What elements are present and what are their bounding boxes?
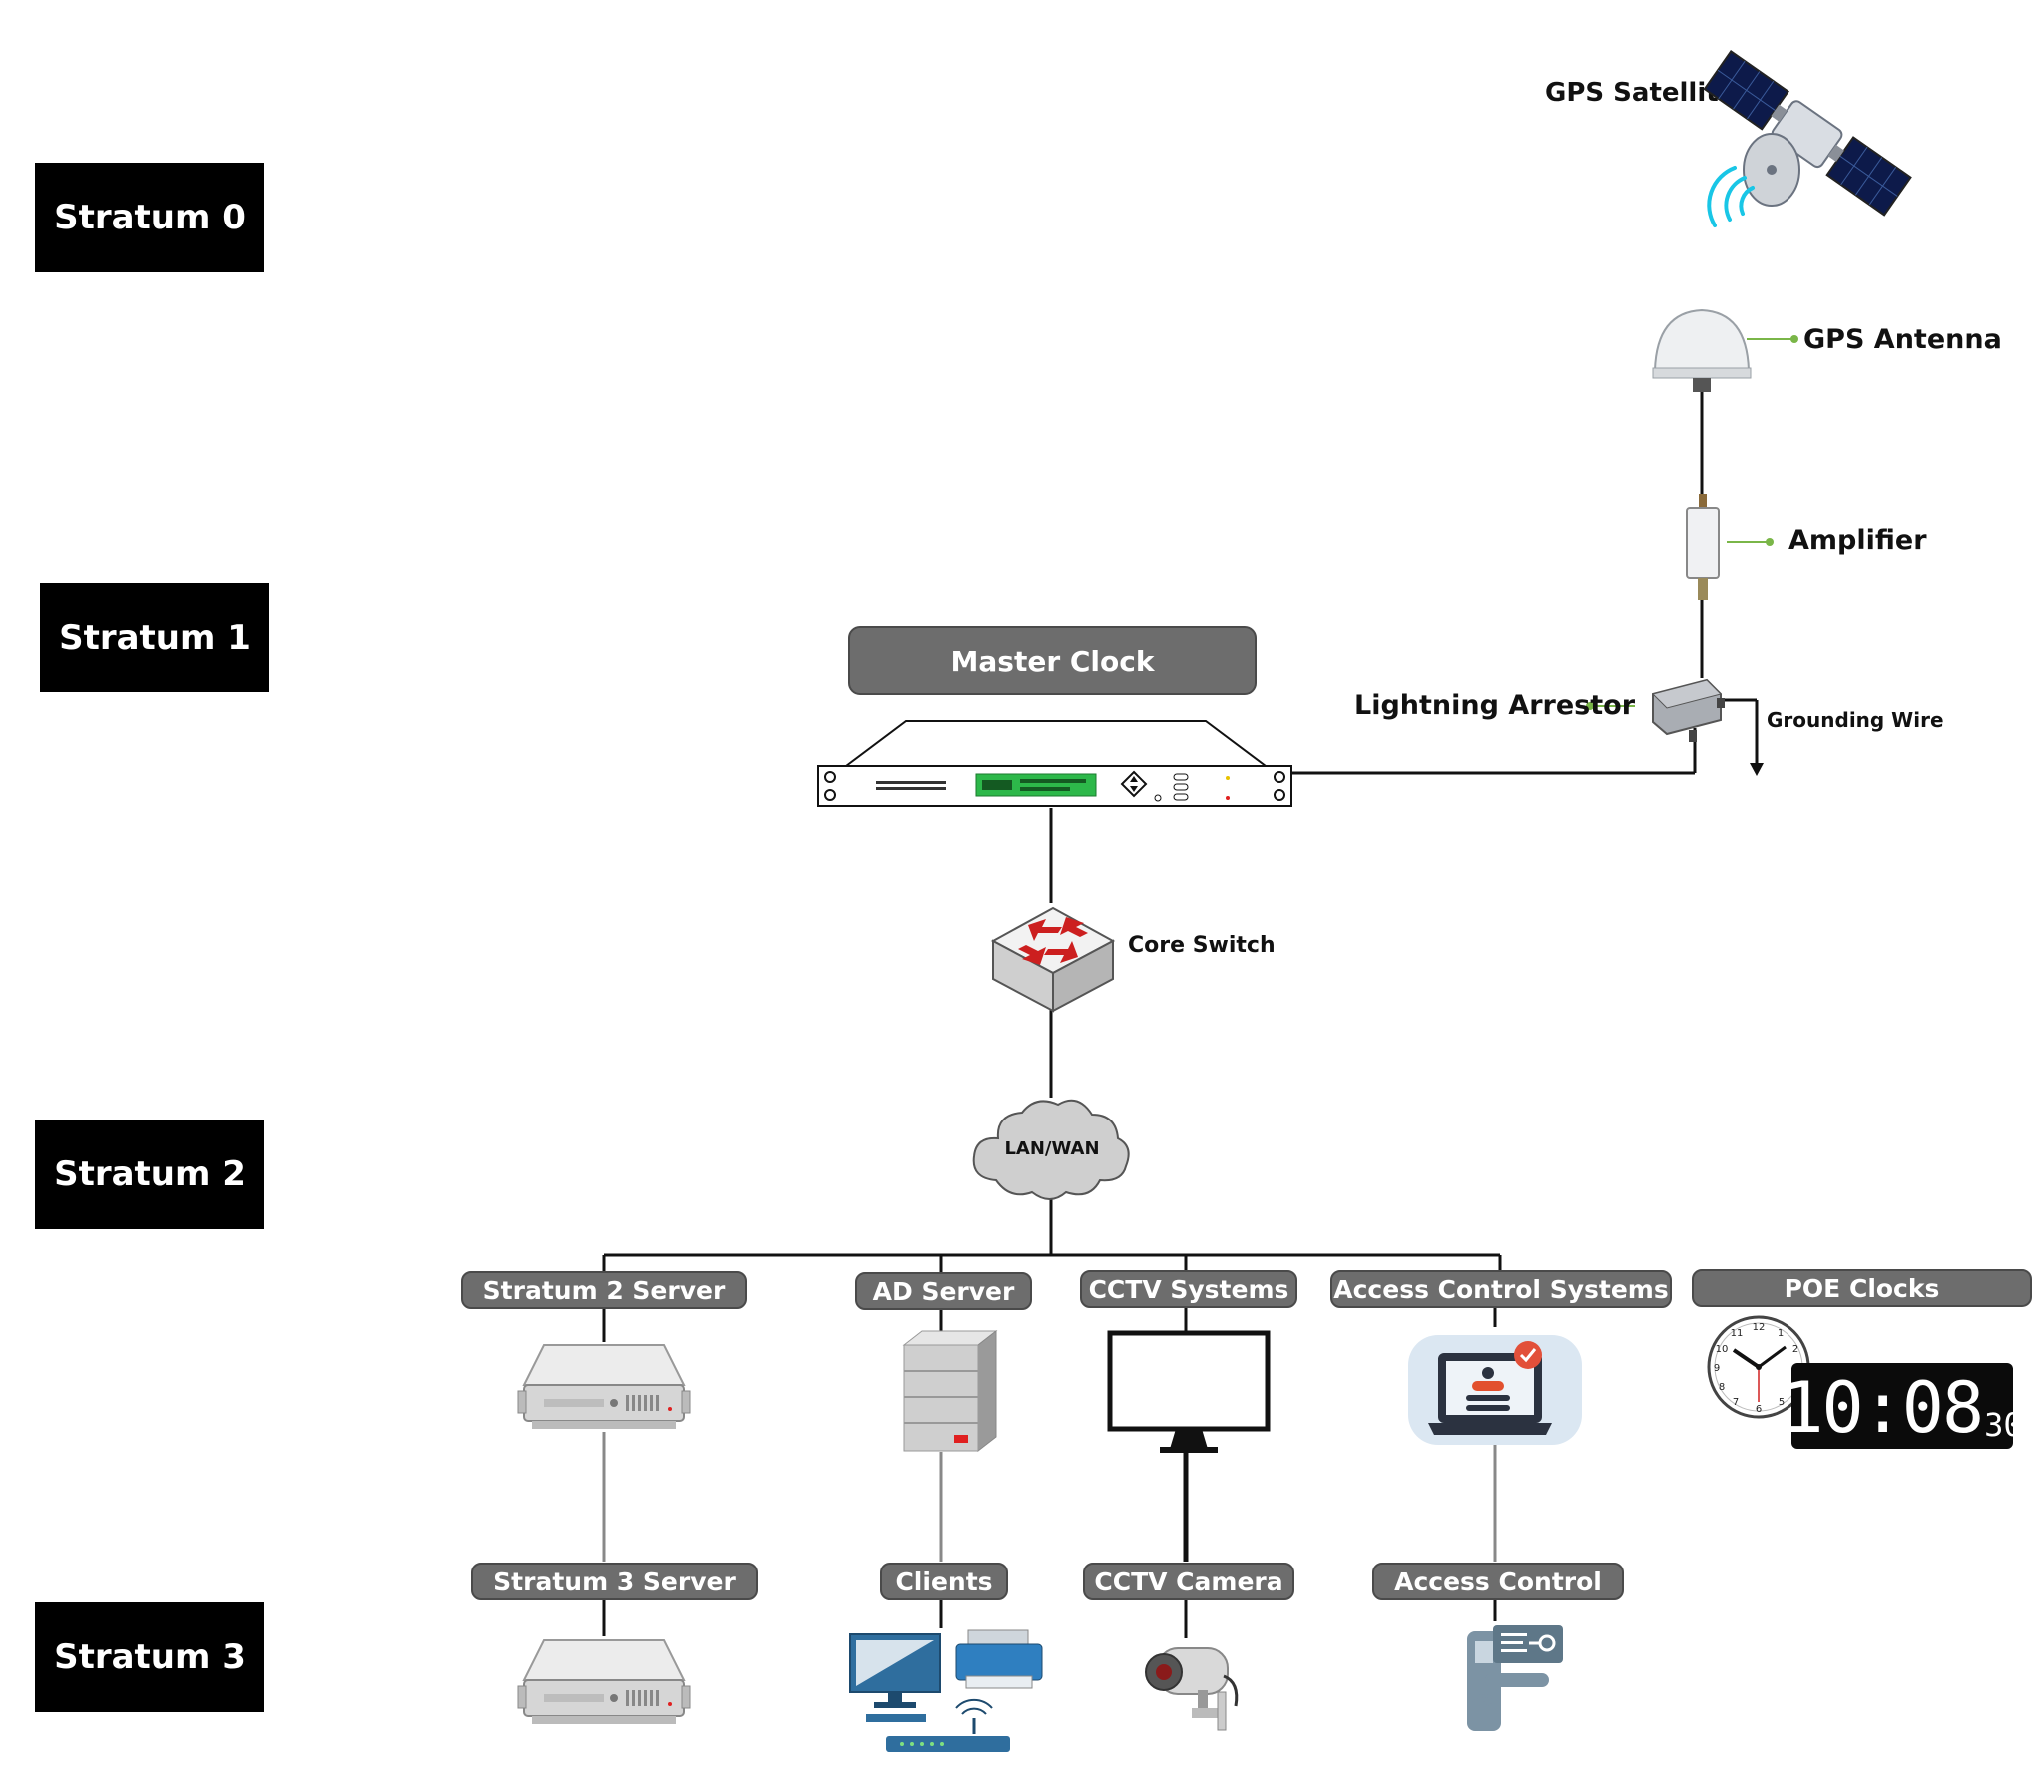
- rack-clock-icon: [817, 720, 1292, 807]
- ad-server-pill: AD Server: [855, 1272, 1032, 1310]
- clients-icon: [849, 1629, 1043, 1752]
- master-clock-title: Master Clock: [848, 626, 1257, 695]
- digital-clock-time: 10:08: [1782, 1367, 1984, 1449]
- svg-text:11: 11: [1731, 1328, 1744, 1339]
- gps-satellite-label: GPS Satellite: [1545, 78, 1737, 108]
- server-icon: [517, 1639, 691, 1724]
- svg-text:12: 12: [1753, 1322, 1766, 1333]
- lightning-arrestor-icon: [1652, 678, 1725, 742]
- svg-text:9: 9: [1714, 1363, 1720, 1374]
- svg-text:5: 5: [1779, 1397, 1785, 1408]
- monitor-icon: [1107, 1330, 1271, 1453]
- grounding-wire-label: Grounding Wire: [1767, 708, 1944, 732]
- network-label: LAN/WAN: [1004, 1138, 1099, 1159]
- digital-clock-icon: 10:08 30: [1782, 1363, 2023, 1449]
- network-switch-icon: [990, 906, 1116, 1013]
- stratum-2-label: Stratum 2: [35, 1120, 264, 1229]
- amplifier-icon: [1686, 494, 1720, 600]
- tower-server-icon: [902, 1329, 998, 1453]
- digital-clock-seconds: 30: [1984, 1406, 2023, 1444]
- amplifier-label: Amplifier: [1788, 525, 1927, 556]
- svg-text:8: 8: [1719, 1382, 1725, 1393]
- cloud-icon: LAN/WAN: [972, 1099, 1130, 1200]
- access-control-systems-pill: Access Control Systems: [1330, 1270, 1672, 1308]
- core-switch-label: Core Switch: [1128, 933, 1276, 958]
- gps-antenna-icon: [1652, 308, 1752, 392]
- satellite-icon: [1703, 50, 1912, 217]
- svg-text:7: 7: [1733, 1397, 1739, 1408]
- access-control-pill: Access Control: [1372, 1563, 1624, 1600]
- gps-antenna-label: GPS Antenna: [1803, 324, 2002, 355]
- svg-text:6: 6: [1756, 1404, 1762, 1415]
- poe-clocks-pill: POE Clocks: [1692, 1269, 2032, 1307]
- svg-text:1: 1: [1778, 1328, 1784, 1339]
- cctv-systems-pill: CCTV Systems: [1080, 1270, 1297, 1308]
- stratum-3-label: Stratum 3: [35, 1602, 264, 1712]
- laptop-access-icon: [1408, 1335, 1582, 1445]
- cctv-camera-pill: CCTV Camera: [1083, 1563, 1294, 1600]
- signal-waves-icon: [1707, 166, 1755, 227]
- lightning-arrestor-label: Lightning Arrestor: [1354, 690, 1636, 721]
- stratum-1-label: Stratum 1: [40, 583, 269, 692]
- svg-text:2: 2: [1792, 1344, 1798, 1355]
- stratum-3-server-pill: Stratum 3 Server: [471, 1563, 758, 1600]
- door-access-icon: [1467, 1625, 1563, 1731]
- server-icon: [517, 1344, 691, 1429]
- cctv-camera-icon: [1145, 1647, 1239, 1731]
- svg-text:10: 10: [1716, 1344, 1729, 1355]
- stratum-2-server-pill: Stratum 2 Server: [461, 1271, 747, 1309]
- clients-pill: Clients: [880, 1563, 1008, 1600]
- stratum-0-label: Stratum 0: [35, 163, 264, 272]
